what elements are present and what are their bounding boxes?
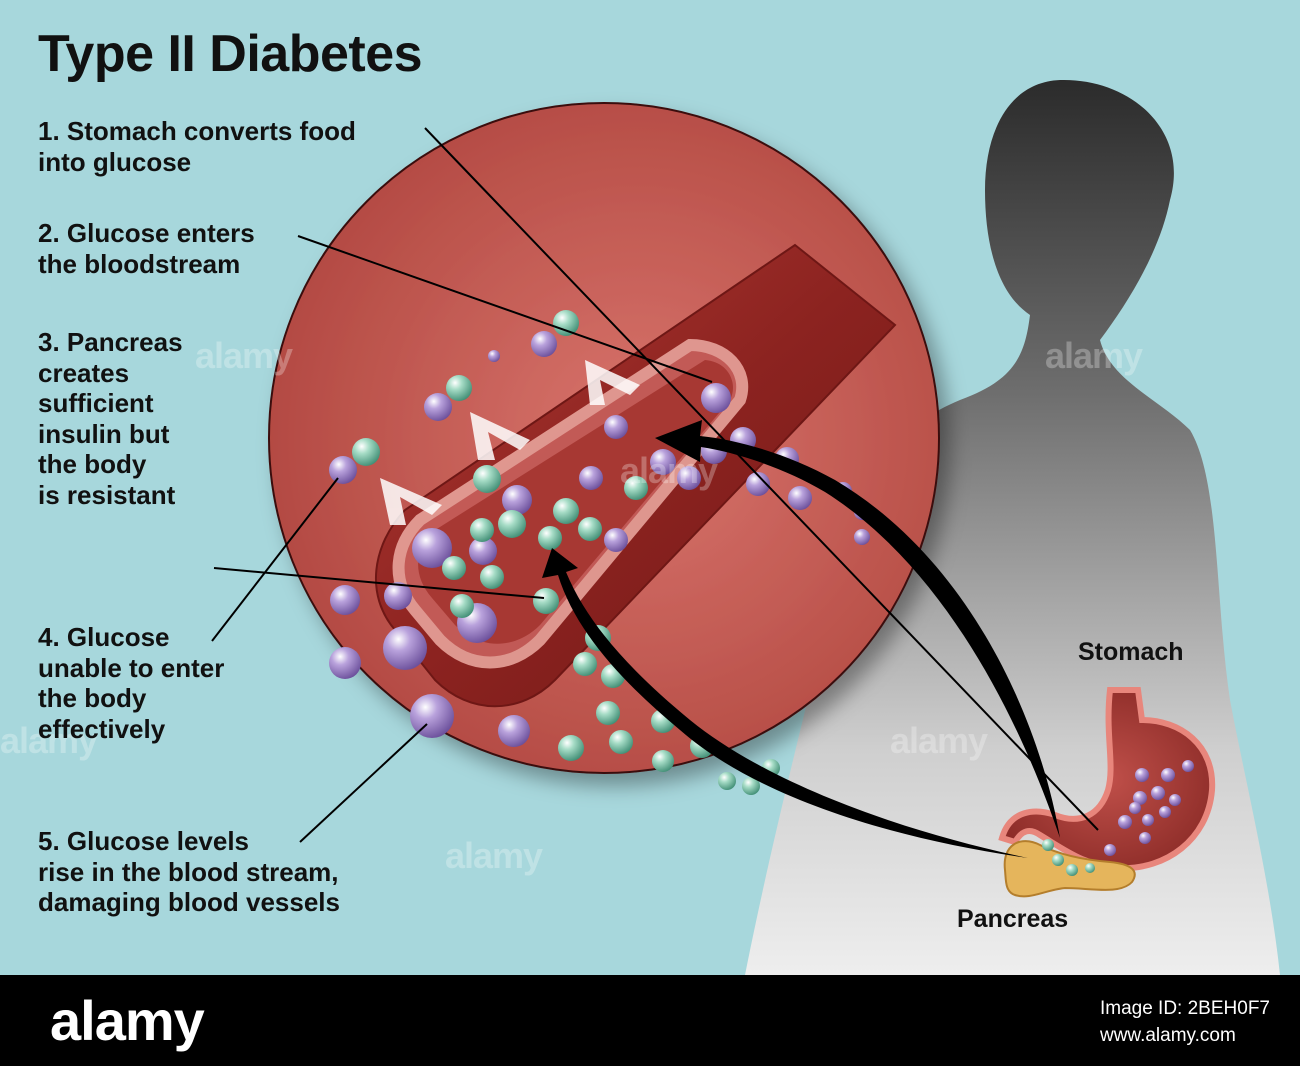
leader-lines (211, 127, 1099, 843)
flow-arrows (542, 420, 1060, 858)
pancreas-label: Pancreas (957, 905, 1069, 933)
step-5-label: 5. Glucose levels rise in the blood stre… (38, 826, 340, 917)
leader-line-step2 (297, 235, 713, 383)
step-1-label: 1. Stomach converts food into glucose (38, 116, 356, 177)
step-2-label: 2. Glucose enters the bloodstream (38, 218, 255, 279)
leader-line-step5 (299, 723, 428, 843)
stomach-label: Stomach (1078, 638, 1184, 666)
footer-logo: alamy (50, 989, 205, 1052)
leader-line-step4 (213, 567, 545, 599)
watermark: alamy (445, 835, 543, 876)
pancreas-illustration (1003, 839, 1136, 898)
stomach-illustration (998, 687, 1216, 872)
watermark: alamy (195, 335, 293, 376)
absorption-arrows (380, 360, 640, 525)
diagram-title: Type II Diabetes (38, 25, 423, 83)
insulin-particles (352, 310, 780, 795)
leader-line-step1 (424, 127, 1099, 831)
diagram-illustration (0, 0, 1300, 975)
site-url: www.alamy.com (1099, 1025, 1236, 1046)
footer-meta: Image ID: 2BEH0F7 www.alamy.com (1100, 995, 1270, 1049)
watermark: alamy (620, 450, 718, 491)
step-3-label: 3. Pancreas creates sufficient insulin b… (38, 327, 183, 510)
diagram-canvas: alamy alamy alamy alamy alamy alamy Type… (0, 0, 1300, 975)
glucose-particles (329, 331, 870, 747)
watermark: alamy (890, 720, 988, 761)
watermark: alamy (0, 720, 98, 761)
image-id-label: Image ID: 2BEH0F7 (1099, 998, 1270, 1019)
leader-line-step3 (211, 477, 339, 642)
step-4-label: 4. Glucose unable to enter the body effe… (38, 622, 225, 744)
arrow-stomach-to-vessel (655, 420, 1060, 838)
footer-bar: alamy Image ID: 2BEH0F7 www.alamy.com (0, 975, 1300, 1066)
watermark: alamy (1045, 335, 1143, 376)
